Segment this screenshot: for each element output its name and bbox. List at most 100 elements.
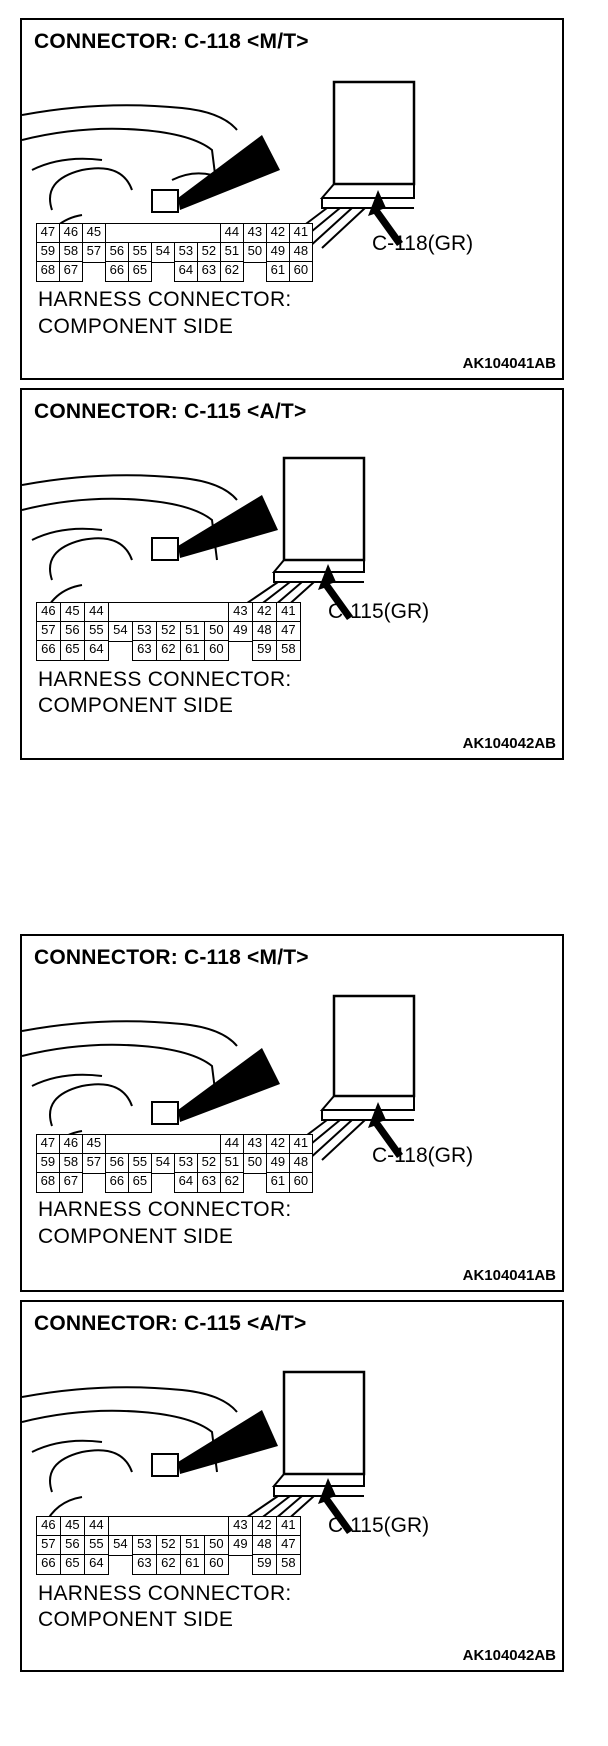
connector-pin: 54	[108, 621, 133, 642]
connector-pin: 48	[289, 242, 313, 263]
connector-pin: 43	[228, 602, 253, 623]
connector-pin: 49	[266, 1153, 290, 1174]
connector-pin: 56	[105, 242, 129, 263]
connector-pin	[82, 261, 106, 282]
dashboard-illustration	[22, 1370, 366, 1534]
connector-pin: 45	[60, 1516, 85, 1537]
connector-pin: 58	[276, 640, 301, 661]
connector-pin: 66	[105, 1172, 129, 1193]
connector-pin: 41	[289, 223, 313, 244]
connector-pin: 60	[204, 640, 229, 661]
connector-pin	[243, 261, 267, 282]
connector-pin: 65	[128, 1172, 152, 1193]
connector-pin: 56	[60, 1535, 85, 1556]
connector-pin: 50	[204, 621, 229, 642]
connector-pin: 63	[132, 1554, 157, 1575]
connector-pin: 54	[151, 242, 175, 263]
connector-pin: 46	[36, 602, 61, 623]
connector-pin	[151, 1172, 175, 1193]
connector-pin: 65	[60, 1554, 85, 1575]
connector-pin	[228, 640, 253, 661]
connector-pin: 45	[60, 602, 85, 623]
connector-pin: 68	[36, 1172, 60, 1193]
connector-pin: 66	[105, 261, 129, 282]
connector-pin	[197, 223, 221, 244]
component-side-label: COMPONENT SIDE	[38, 694, 234, 717]
component-side-label: COMPONENT SIDE	[38, 315, 234, 338]
connector-pin: 55	[84, 1535, 109, 1556]
connector-pin: 47	[276, 1535, 301, 1556]
harness-connector-label: HARNESS CONNECTOR:	[38, 668, 292, 691]
connector-pin: 55	[84, 621, 109, 642]
dashboard-illustration	[22, 80, 416, 251]
connector-pin: 43	[228, 1516, 253, 1537]
connector-id-label: C-118(GR)	[372, 232, 474, 255]
connector-pin: 42	[252, 1516, 277, 1537]
component-side-label: COMPONENT SIDE	[38, 1608, 234, 1631]
connector-pin: 44	[84, 1516, 109, 1537]
connector-pin: 49	[228, 1535, 253, 1556]
connector-pin: 45	[82, 1134, 106, 1155]
connector-pin	[108, 602, 133, 623]
connector-pin: 68	[36, 261, 60, 282]
connector-pin: 45	[82, 223, 106, 244]
connector-pin	[128, 223, 152, 244]
figure-code: AK104042AB	[462, 735, 556, 752]
connector-pin: 63	[197, 261, 221, 282]
connector-pin	[128, 1134, 152, 1155]
connector-pin: 48	[289, 1153, 313, 1174]
connector-pin: 44	[220, 1134, 244, 1155]
connector-pin	[105, 223, 129, 244]
connector-pin: 43	[243, 223, 267, 244]
connector-pin	[132, 602, 157, 623]
connector-pin: 50	[204, 1535, 229, 1556]
harness-connector-label: HARNESS CONNECTOR:	[38, 1582, 292, 1605]
connector-pin	[204, 602, 229, 623]
connector-pin: 49	[266, 242, 290, 263]
connector-pin: 67	[59, 261, 83, 282]
connector-pin: 52	[156, 1535, 181, 1556]
connector-pin: 55	[128, 242, 152, 263]
connector-pin: 47	[36, 1134, 60, 1155]
panel-title: CONNECTOR: C-115 <A/T>	[34, 1312, 307, 1335]
connector-pin	[243, 1172, 267, 1193]
connector-id-label: C-118(GR)	[372, 1144, 474, 1167]
connector-pin: 50	[243, 1153, 267, 1174]
connector-pin: 58	[59, 242, 83, 263]
connector-pin: 59	[252, 1554, 277, 1575]
harness-connector-label: HARNESS CONNECTOR:	[38, 1198, 292, 1221]
connector-pin	[151, 223, 175, 244]
connector-pin: 67	[59, 1172, 83, 1193]
connector-pin: 51	[180, 1535, 205, 1556]
connector-id-label: C-115(GR)	[328, 600, 430, 623]
connector-pin: 64	[84, 640, 109, 661]
connector-pin: 62	[156, 1554, 181, 1575]
dashboard-illustration	[22, 456, 366, 621]
connector-pin: 41	[289, 1134, 313, 1155]
connector-pin: 53	[174, 1153, 198, 1174]
figure-code: AK104041AB	[462, 355, 556, 372]
connector-pin: 55	[128, 1153, 152, 1174]
connector-pin: 59	[36, 1153, 60, 1174]
connector-pin: 59	[252, 640, 277, 661]
connector-pin: 46	[59, 223, 83, 244]
figure-code: AK104042AB	[462, 1647, 556, 1664]
connector-pin: 60	[204, 1554, 229, 1575]
connector-pin: 63	[197, 1172, 221, 1193]
panel-title: CONNECTOR: C-115 <A/T>	[34, 400, 307, 423]
connector-pin: 62	[156, 640, 181, 661]
connector-pin: 57	[36, 1535, 61, 1556]
connector-pin: 58	[276, 1554, 301, 1575]
connector-pin: 52	[197, 242, 221, 263]
connector-pin	[108, 1516, 133, 1537]
connector-pin: 51	[220, 242, 244, 263]
connector-pin: 52	[156, 621, 181, 642]
connector-pin	[108, 1554, 133, 1575]
connector-pin: 49	[228, 621, 253, 642]
connector-pin: 50	[243, 242, 267, 263]
